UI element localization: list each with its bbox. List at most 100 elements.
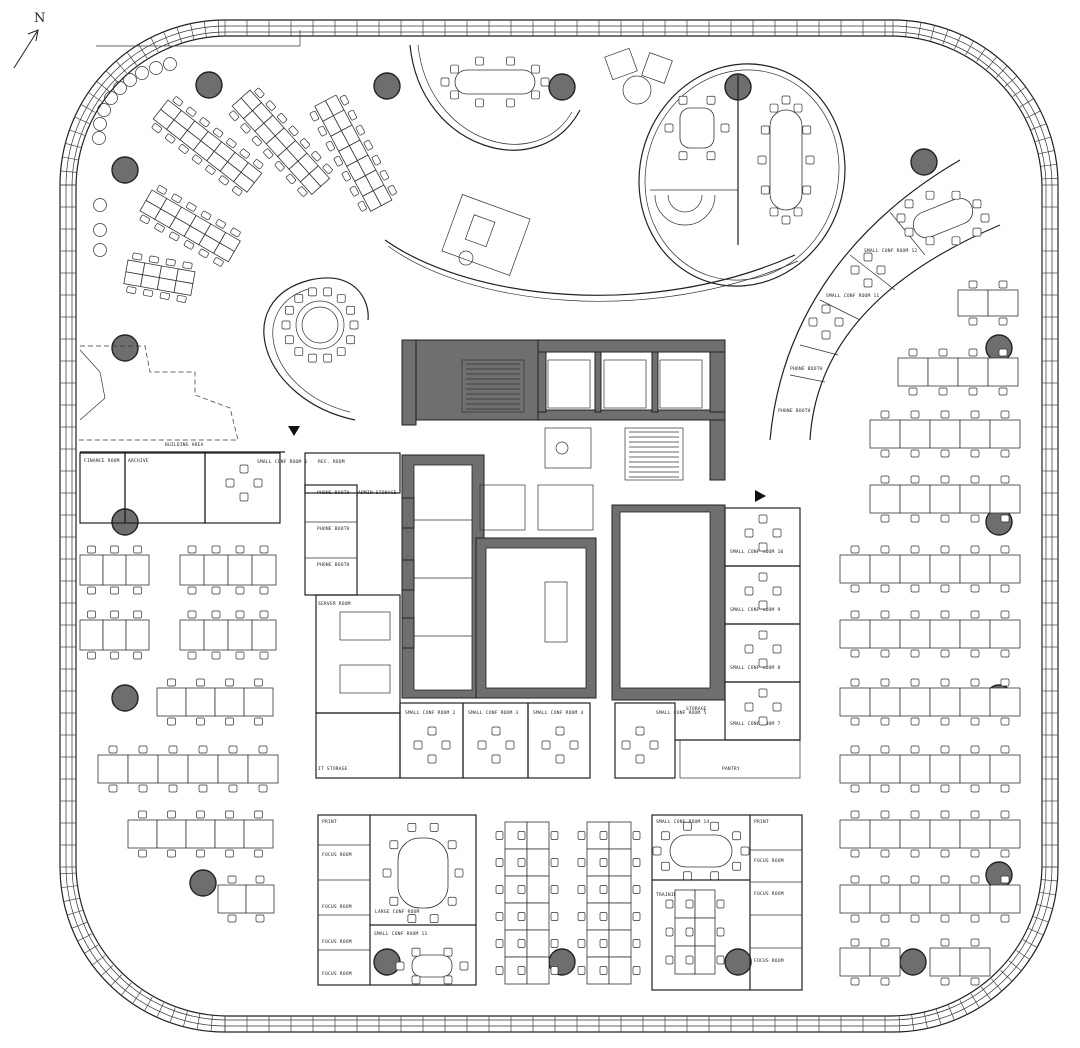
print-1-label: PRINT [322, 819, 337, 825]
desk-chair [1000, 745, 1010, 754]
desk-chair [940, 649, 950, 658]
desk-chair [1000, 849, 1010, 858]
desk-chair [1000, 649, 1010, 658]
desk-chair [159, 292, 170, 300]
desk [526, 875, 550, 904]
lounge-seat [97, 103, 111, 117]
small-conf-room-4-label: SMALL CONF ROOM 4 [533, 710, 583, 716]
desk-chair [910, 875, 920, 884]
meeting-chair [904, 227, 914, 237]
meeting-chair [440, 77, 450, 87]
desk-chair [225, 849, 234, 858]
desk-chair [968, 317, 978, 326]
meeting-chair [411, 975, 421, 985]
desk-chair [910, 545, 920, 554]
facade-mullion [1040, 163, 1057, 167]
desk [989, 884, 1021, 914]
facade-mullion [196, 1013, 201, 1030]
desk-chair [495, 912, 504, 921]
desk [929, 484, 961, 514]
desk-chair [254, 678, 263, 687]
facade-mullion [210, 1015, 213, 1032]
meeting-chair [710, 871, 719, 881]
entrance-marker-west [288, 426, 300, 436]
desk-chair [229, 110, 240, 121]
meeting-chair [732, 831, 741, 841]
facade-mullion [190, 23, 195, 40]
phone-booth-4-label: PHONE BOOTH [790, 366, 823, 372]
desk-chair [970, 449, 980, 458]
desk-chair [274, 161, 285, 172]
print-2-label: PRINT [754, 819, 769, 825]
lounge-seat [149, 61, 163, 75]
desk [869, 484, 901, 514]
desk-chair [970, 938, 980, 947]
desk-chair [577, 966, 586, 975]
facade-mullion [936, 1009, 942, 1025]
desk [608, 902, 632, 931]
desk-chair [167, 678, 176, 687]
entrance-marker-east [755, 490, 766, 502]
desk-chair [198, 248, 209, 259]
desk-chair [215, 219, 226, 229]
desk [608, 821, 632, 850]
desk [989, 754, 1021, 784]
focus-room-1-label: FOCUS ROOM [322, 852, 352, 858]
desk-chair [108, 745, 118, 754]
archive-label: ARCHIVE [128, 458, 149, 464]
facade-mullion [1016, 950, 1030, 960]
desk-chair [1000, 545, 1010, 554]
desk-chair [940, 745, 950, 754]
desk-chair [87, 610, 96, 619]
desk-chair [910, 914, 920, 923]
desk [959, 484, 991, 514]
desk [79, 619, 104, 651]
meeting-chair [253, 478, 263, 488]
desk-chair [253, 159, 264, 169]
desk [899, 554, 931, 584]
desk-chair [970, 649, 980, 658]
desk-chair [940, 475, 950, 484]
finance-room-label: FINANCE ROOM [84, 458, 120, 464]
desk-chair [940, 449, 950, 458]
meeting-chair [541, 740, 551, 750]
desk-chair [371, 154, 381, 166]
desk [214, 687, 245, 717]
desk-chair [599, 966, 608, 975]
meeting-chair [506, 56, 515, 66]
desk-chair [1000, 610, 1010, 619]
meeting-chair [793, 103, 803, 113]
desk-chair [1000, 475, 1010, 484]
desk-chair [850, 545, 860, 554]
desk-chair [632, 939, 641, 948]
desk-chair [599, 939, 608, 948]
desk [897, 357, 929, 387]
building-facade [59, 19, 1059, 1033]
desk [899, 619, 931, 649]
desk [959, 947, 991, 977]
desk-chair [632, 858, 641, 867]
meeting-chair [758, 572, 768, 582]
desk [839, 947, 871, 977]
desk [526, 929, 550, 958]
desk-chair [910, 678, 920, 687]
meeting-chair [389, 840, 399, 850]
desk-chair [363, 139, 373, 151]
desk-chair [880, 584, 890, 593]
desk-chair [850, 649, 860, 658]
desk [179, 554, 205, 586]
desk-chair [347, 109, 357, 121]
facade-mullion [976, 48, 986, 62]
desk-chair [169, 231, 180, 242]
desk [156, 819, 187, 849]
meeting-chair [683, 871, 692, 881]
facade-mullion [60, 872, 77, 875]
facade-mullion [959, 999, 968, 1015]
desk-chair [880, 977, 890, 986]
desk-chair [167, 717, 176, 726]
desk-chair [998, 348, 1008, 357]
desk-chair [599, 858, 608, 867]
desk-chair [133, 586, 142, 595]
facade-mullion [80, 104, 96, 113]
desk-chair [599, 912, 608, 921]
